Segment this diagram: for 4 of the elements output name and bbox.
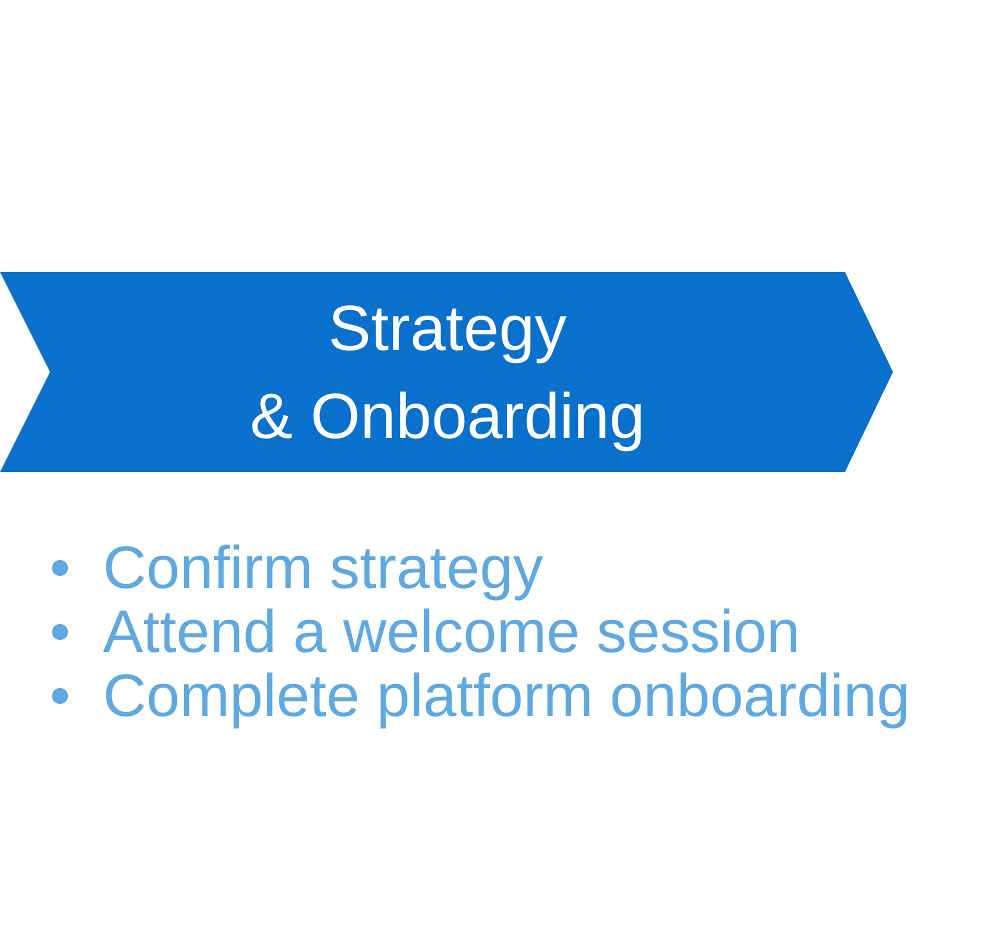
step-title: Strategy & Onboarding: [250, 291, 645, 454]
list-item-text: Confirm strategy: [103, 536, 544, 600]
list-item-text: Complete platform onboarding: [103, 664, 910, 728]
list-item-text: Attend a welcome session: [103, 600, 800, 664]
